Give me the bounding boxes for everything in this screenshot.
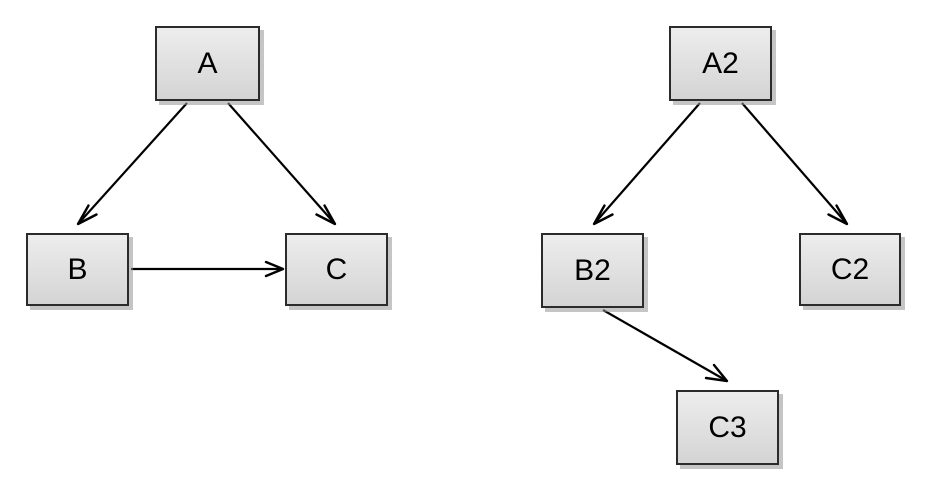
node-a-label: A bbox=[197, 46, 218, 80]
node-b-label: B bbox=[67, 252, 88, 286]
edge-a-to-b bbox=[76, 102, 188, 226]
node-a[interactable]: A bbox=[155, 26, 260, 101]
node-c2-label: C2 bbox=[830, 252, 870, 286]
edge-b-to-c bbox=[131, 260, 285, 278]
edge-b2-to-c3 bbox=[602, 309, 729, 383]
edge-a2-to-c2 bbox=[741, 102, 849, 226]
node-a2[interactable]: A2 bbox=[669, 26, 772, 101]
node-c2[interactable]: C2 bbox=[799, 233, 901, 306]
node-b2[interactable]: B2 bbox=[541, 233, 644, 308]
node-c3[interactable]: C3 bbox=[676, 390, 779, 465]
edge-a2-to-b2 bbox=[592, 102, 701, 226]
edge-a-to-c bbox=[227, 102, 337, 226]
node-b[interactable]: B bbox=[26, 233, 129, 306]
node-c-label: C bbox=[325, 252, 348, 286]
node-c3-label: C3 bbox=[708, 410, 747, 444]
node-c[interactable]: C bbox=[285, 233, 388, 306]
node-a2-label: A2 bbox=[702, 46, 739, 80]
node-b2-label: B2 bbox=[574, 253, 611, 287]
